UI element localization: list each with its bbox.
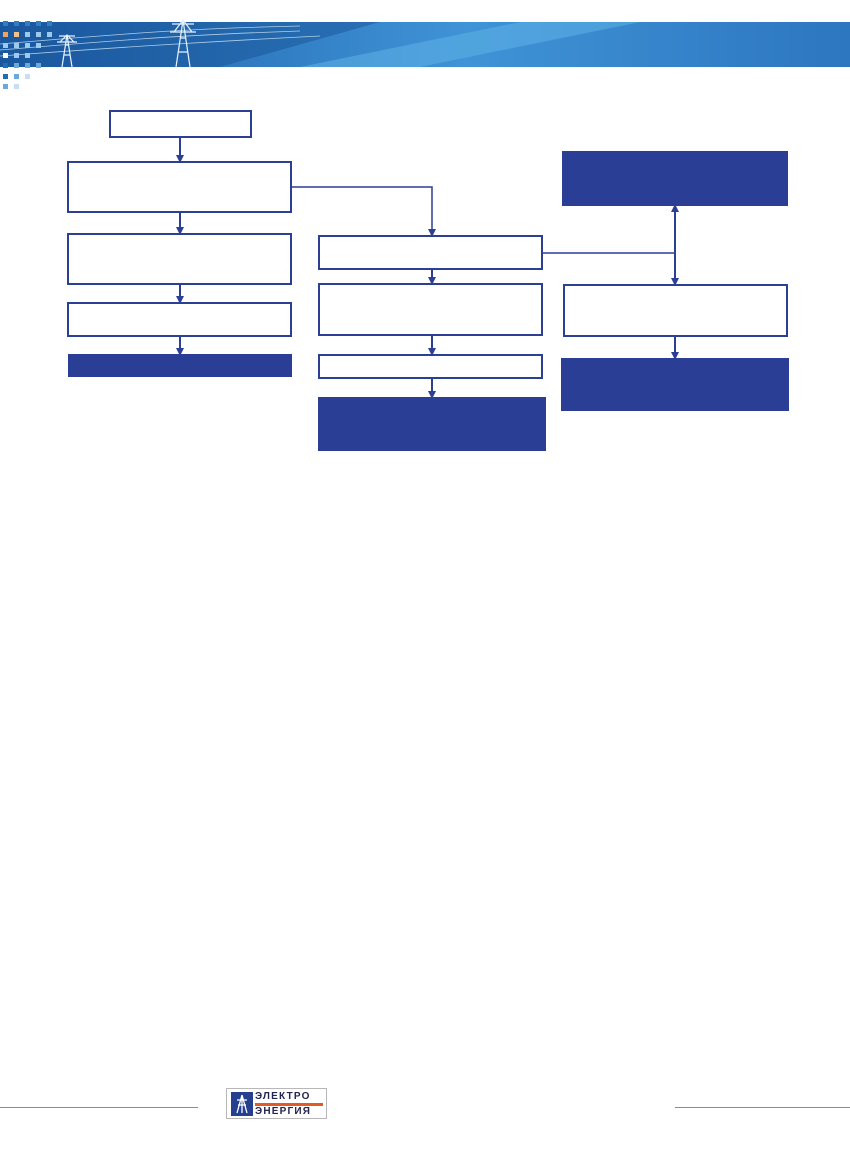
power-pylon-icon bbox=[170, 19, 196, 68]
flow-box-start bbox=[109, 110, 252, 138]
logo-text-line1: ЭЛЕКТРО bbox=[255, 1091, 311, 1102]
header-banner bbox=[0, 19, 850, 89]
flow-box-mid-1 bbox=[318, 235, 543, 270]
flow-box-mid-2 bbox=[318, 283, 543, 336]
power-pylon-icon bbox=[57, 34, 77, 68]
logo-emblem-icon bbox=[231, 1092, 253, 1116]
flow-box-right-mid bbox=[563, 284, 788, 337]
power-lines bbox=[0, 25, 321, 57]
footer-line-right bbox=[675, 1107, 850, 1108]
header-band-light-stripe bbox=[300, 22, 640, 67]
flow-box-mid-3 bbox=[318, 354, 543, 379]
flow-box-mid-result bbox=[318, 397, 546, 451]
flow-box-left-result bbox=[68, 354, 292, 377]
arrow-left-1-to-mid-1 bbox=[292, 186, 436, 237]
flow-box-right-result bbox=[561, 358, 789, 411]
flow-box-left-1 bbox=[67, 161, 292, 213]
flow-box-right-top bbox=[562, 151, 788, 206]
flow-box-left-2 bbox=[67, 233, 292, 285]
company-logo: ЭЛЕКТРО ЭНЕРГИЯ bbox=[226, 1088, 327, 1119]
logo-text-line2: ЭНЕРГИЯ bbox=[255, 1106, 312, 1117]
flow-box-left-3 bbox=[67, 302, 292, 337]
header-band-shadow bbox=[0, 22, 380, 67]
footer-line-left bbox=[0, 1107, 198, 1108]
dot-grid-decoration bbox=[3, 21, 52, 89]
logo-tagline-bar bbox=[255, 1103, 323, 1106]
